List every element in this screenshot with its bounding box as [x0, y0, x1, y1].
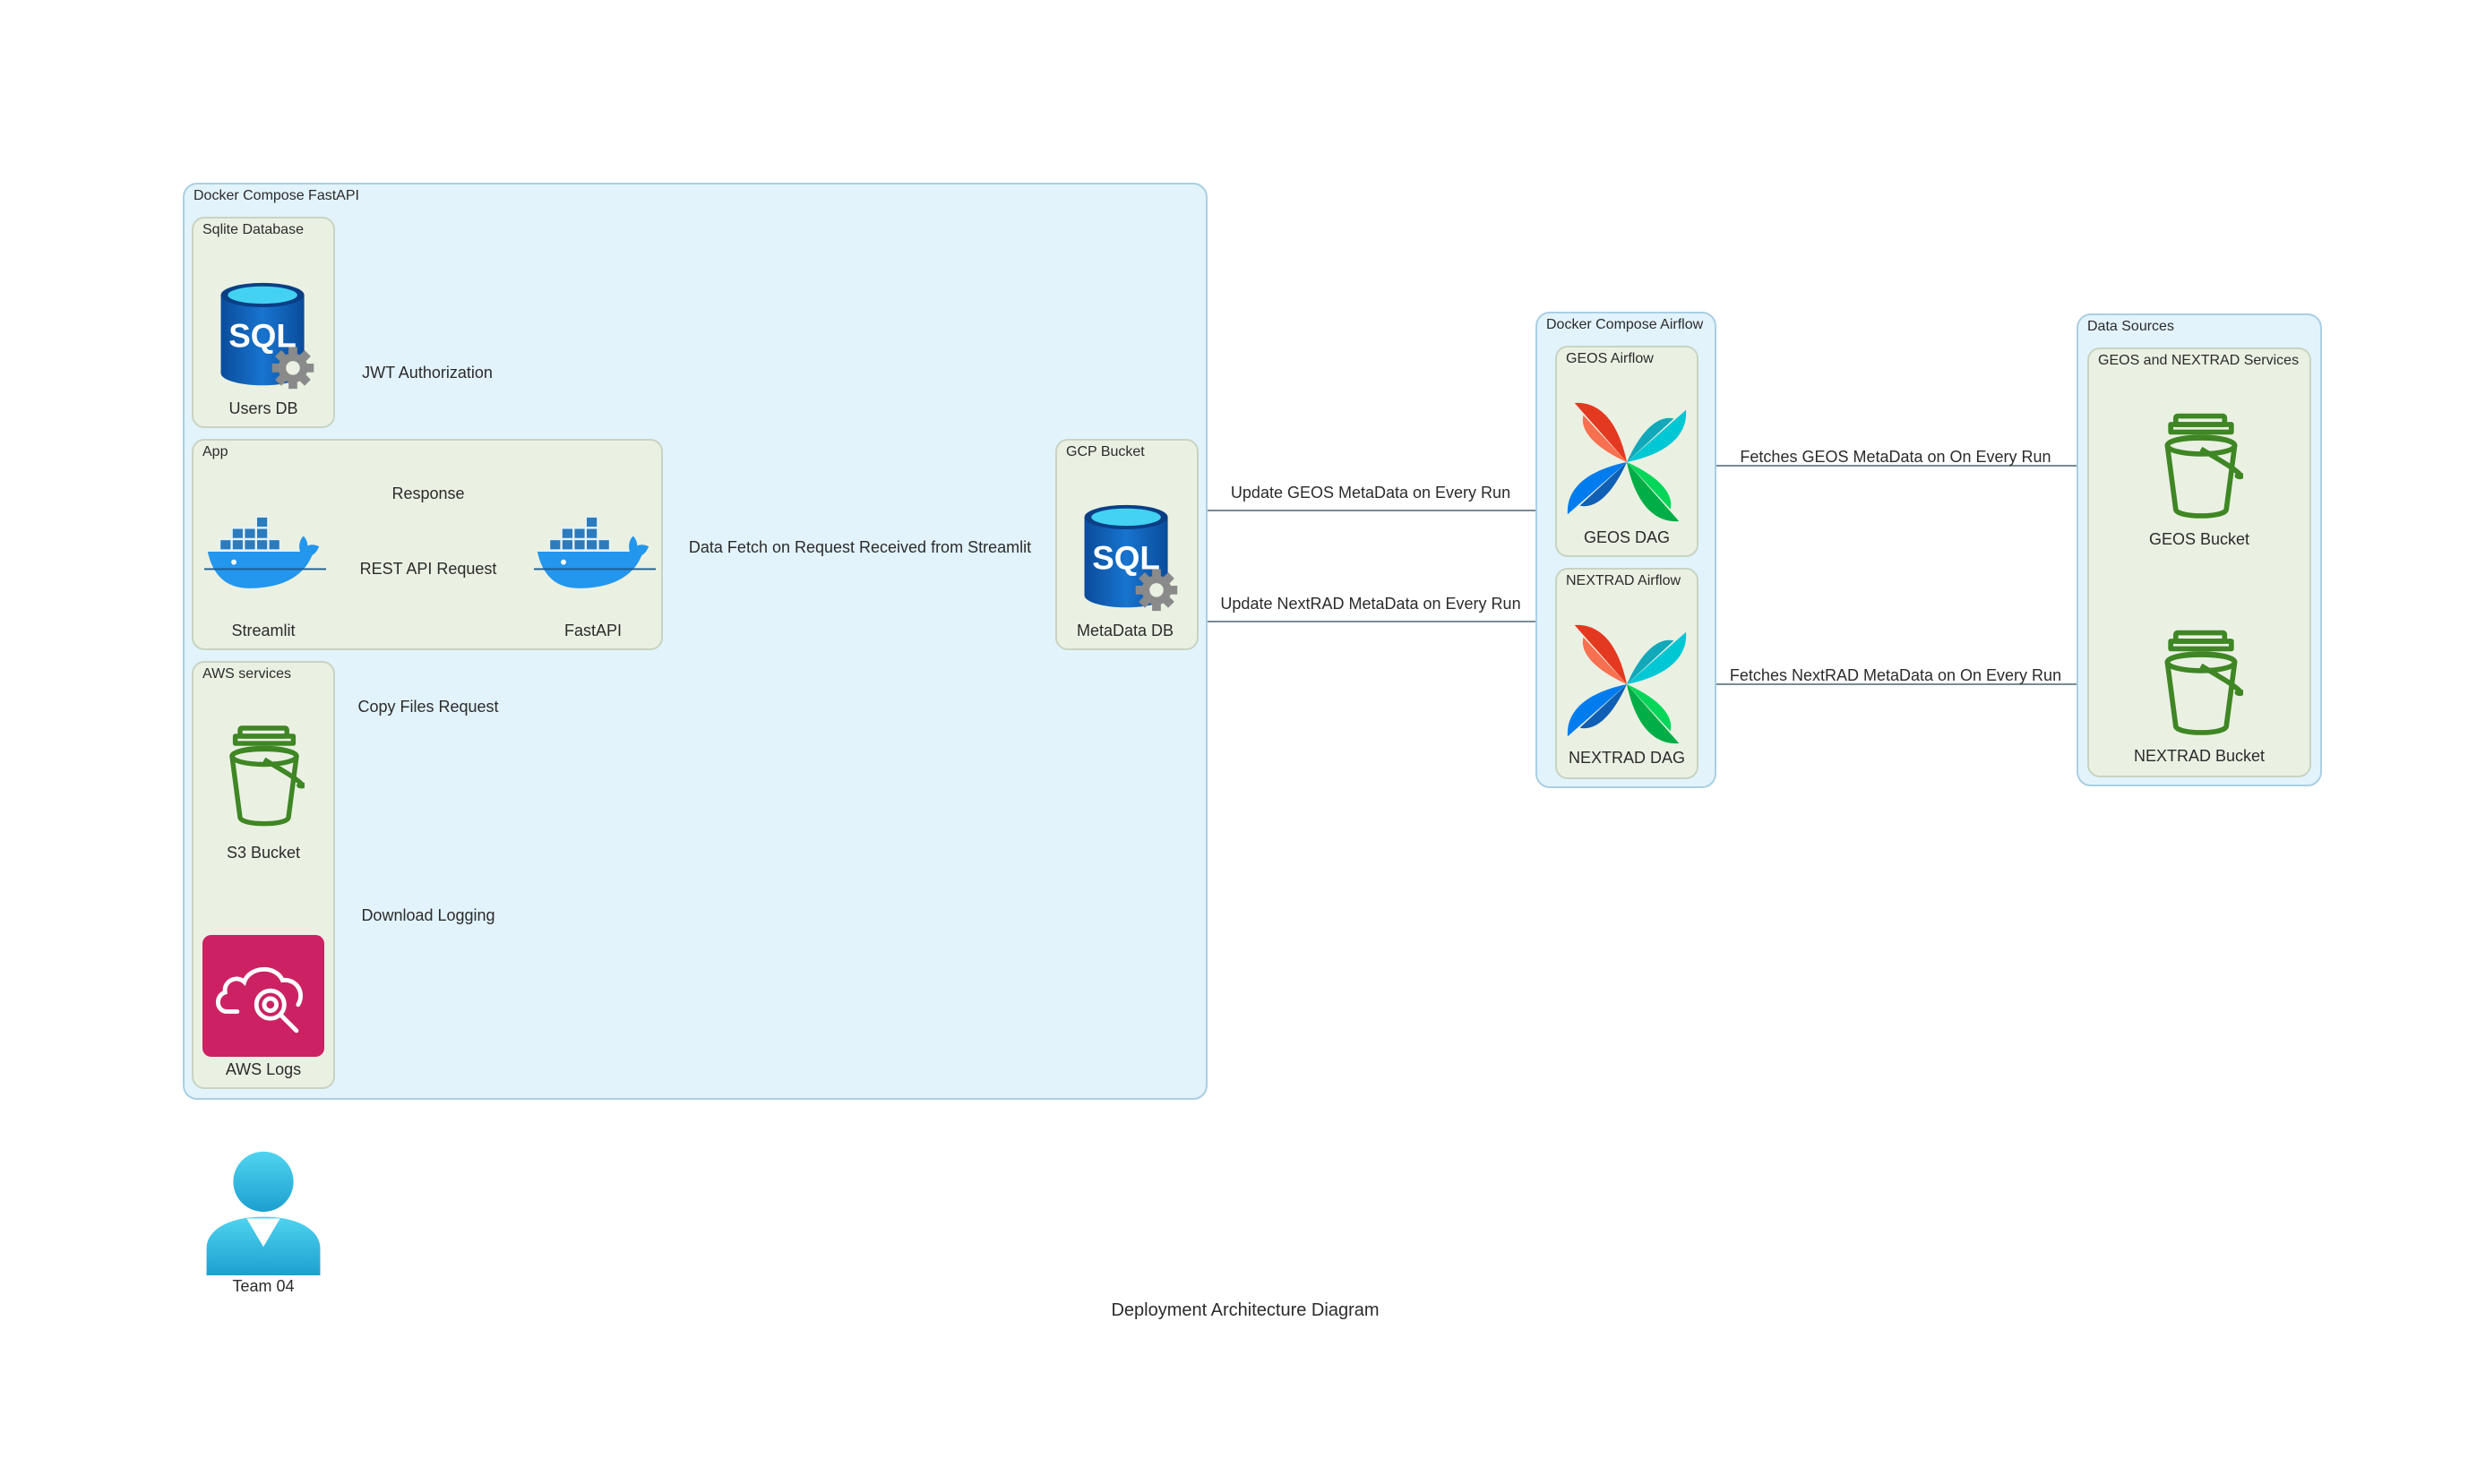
aws-logs-icon — [202, 935, 324, 1057]
cluster-label: Docker Compose FastAPI — [193, 188, 359, 203]
airflow-icon — [1566, 623, 1688, 745]
cluster-geos-airflow: GEOS Airflow — [1555, 346, 1698, 557]
bucket-icon — [2159, 625, 2243, 742]
cluster-label: GEOS and NEXTRAD Services — [2098, 353, 2300, 368]
node-label-team: Team 04 — [232, 1277, 295, 1295]
node-label-fastapi: FastAPI — [563, 622, 623, 639]
user-icon — [202, 1150, 324, 1275]
cluster-label: Sqlite Database — [202, 222, 304, 237]
node-label-aws-logs: AWS Logs — [225, 1060, 302, 1078]
sql-database-icon — [1068, 502, 1188, 614]
node-label-s3-bucket: S3 Bucket — [226, 844, 301, 862]
node-label-geos-bucket: GEOS Bucket — [2148, 530, 2250, 548]
edge-label-copy: Copy Files Request — [357, 698, 499, 716]
cluster-label: App — [202, 444, 228, 459]
sql-database-icon — [204, 279, 324, 392]
airflow-icon — [1566, 401, 1688, 523]
cluster-label: Data Sources — [2087, 319, 2174, 334]
edge-label-data-fetch: Data Fetch on Request Received from Stre… — [688, 538, 1032, 556]
edge-label-download: Download Logging — [361, 906, 495, 924]
cluster-docker-fastapi: Docker Compose FastAPI — [183, 183, 1208, 1100]
edge-label-rest: REST API Request — [359, 560, 497, 578]
node-label-nextrad-dag: NEXTRAD DAG — [1568, 749, 1686, 767]
cluster-label: AWS services — [202, 666, 291, 682]
cluster-label: GCP Bucket — [1066, 444, 1145, 459]
s3-bucket-icon — [224, 718, 305, 835]
edge-label-jwt: JWT Authorization — [362, 364, 493, 382]
cluster-label: GEOS Airflow — [1566, 351, 1654, 366]
edge-label-fetch-geos: Fetches GEOS MetaData on On Every Run — [1740, 448, 2051, 466]
bucket-icon — [2159, 408, 2243, 525]
edge-label-fetch-nextrad: Fetches NextRAD MetaData on On Every Run — [1729, 666, 2062, 684]
node-label-users-db: Users DB — [228, 399, 298, 417]
docker-icon — [204, 512, 326, 593]
cluster-label: Docker Compose Airflow — [1546, 317, 1704, 332]
edge-label-update-nextrad: Update NextRAD MetaData on Every Run — [1220, 595, 1521, 613]
node-label-nextrad-bucket: NEXTRAD Bucket — [2133, 747, 2266, 765]
edge-label-update-geos: Update GEOS MetaData on Every Run — [1230, 484, 1511, 502]
cluster-label: NEXTRAD Airflow — [1566, 573, 1681, 588]
cluster-nextrad-airflow: NEXTRAD Airflow — [1555, 568, 1698, 779]
node-label-streamlit: Streamlit — [231, 622, 296, 639]
node-label-metadata-db: MetaData DB — [1076, 622, 1174, 639]
docker-icon — [534, 512, 656, 593]
cluster-geos-nextrad-services: GEOS and NEXTRAD Services — [2087, 347, 2311, 777]
edge-label-response: Response — [391, 485, 465, 502]
node-label-geos-dag: GEOS DAG — [1583, 528, 1671, 546]
diagram-title: Deployment Architecture Diagram — [1111, 1300, 1380, 1320]
